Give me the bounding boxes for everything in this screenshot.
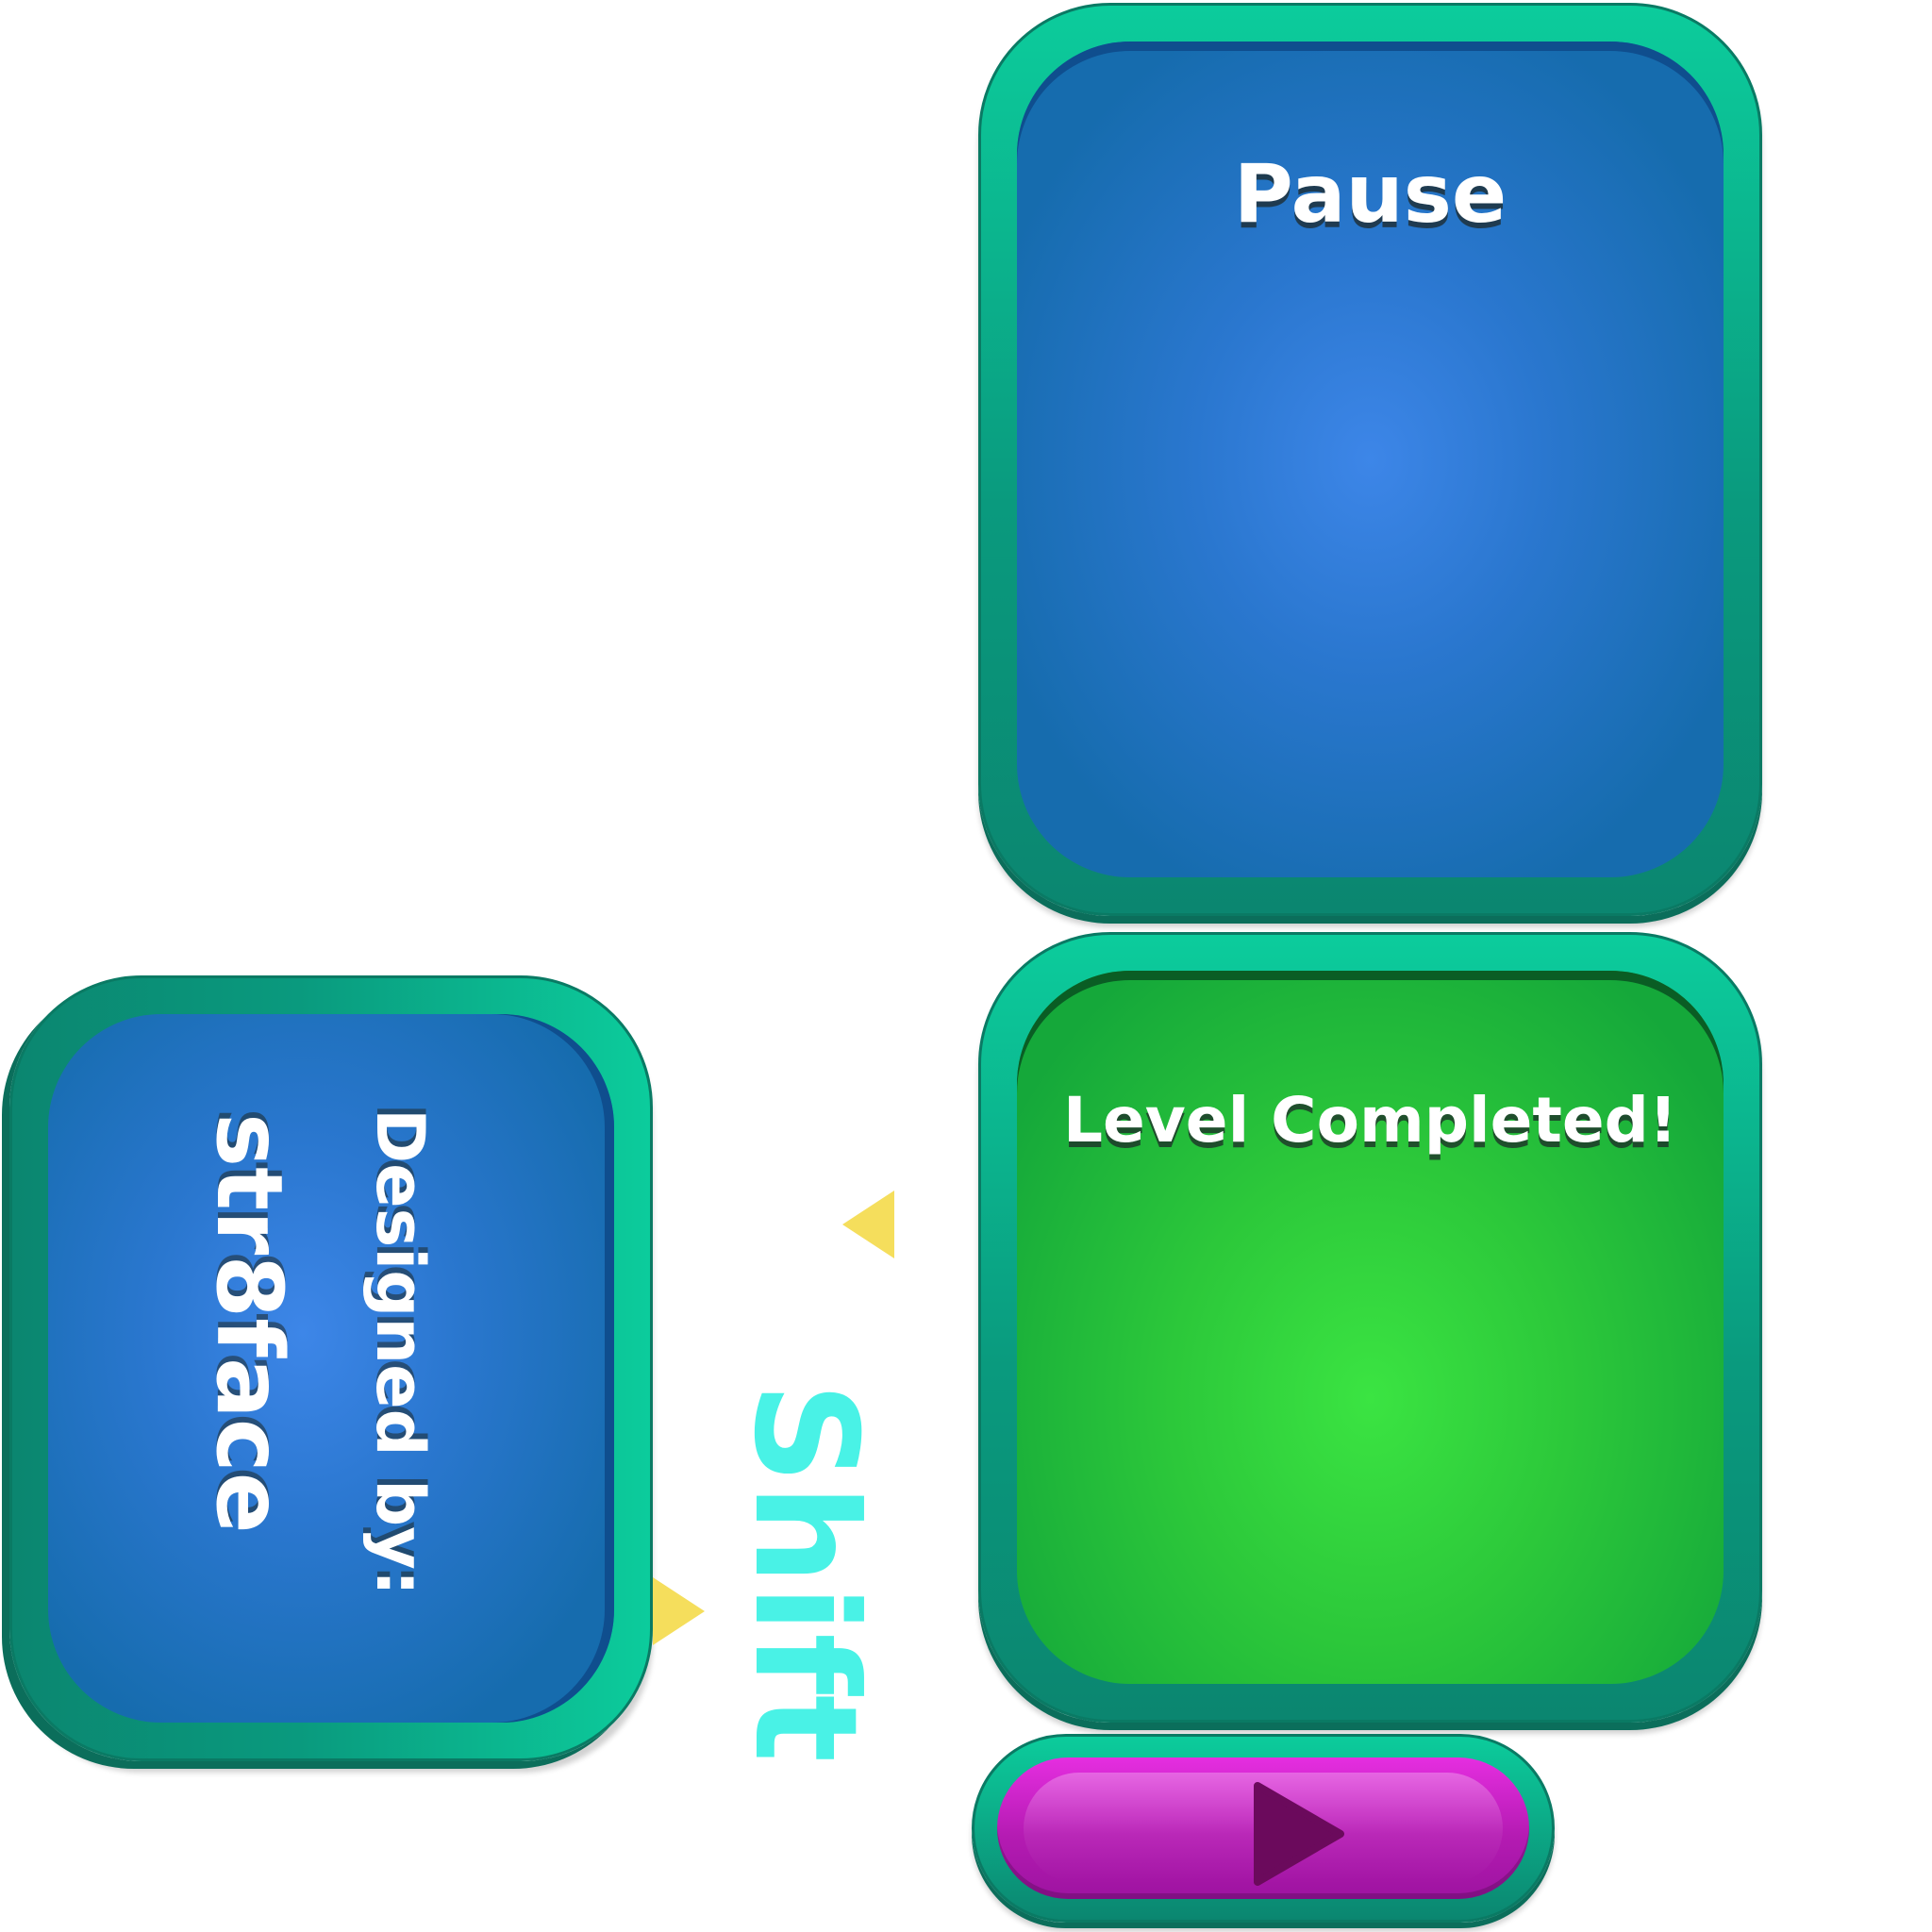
pause-panel: Pause [978,3,1762,916]
credits-label: Designed by: [361,1108,439,1596]
play-icon [1254,1782,1344,1886]
pause-panel-inner: Pause [1017,42,1724,877]
credits-panel-inner [48,1014,614,1723]
yellow-triangle-icon [653,1577,705,1645]
shift-logo: Shift [723,1382,887,1763]
pause-title: Pause [1233,147,1507,242]
level-completed-title: Level Completed! [1062,1084,1678,1157]
level-completed-panel-inner: Level Completed! [1017,971,1724,1684]
credits-panel [9,975,653,1761]
level-completed-panel: Level Completed! [978,932,1762,1723]
play-button-frame [972,1734,1555,1923]
yellow-triangle-icon [842,1191,894,1258]
play-button[interactable] [997,1757,1529,1899]
credits-name: str8face [196,1113,302,1534]
